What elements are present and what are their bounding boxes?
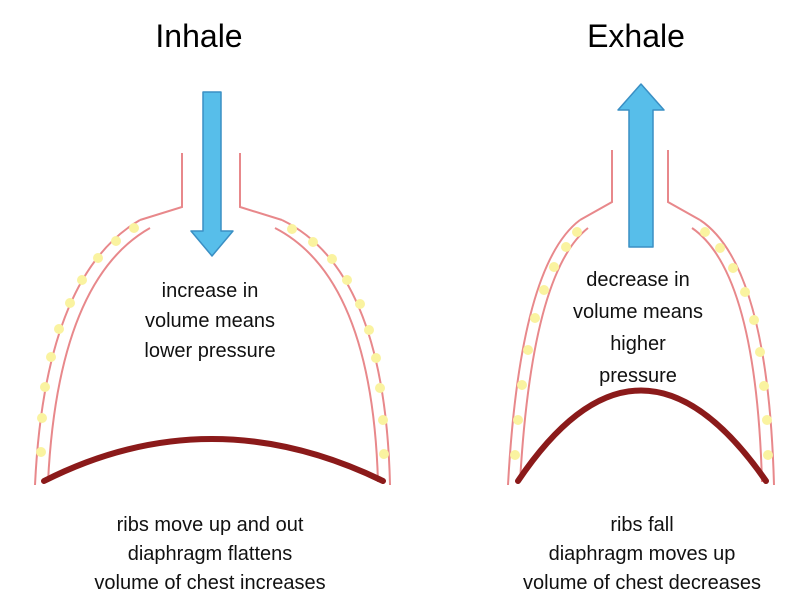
inhale-arrow-down-icon: [190, 91, 234, 257]
exhale-diaphragm: [515, 387, 769, 484]
text-line: lower pressure: [144, 340, 276, 362]
rib-dot: [379, 449, 389, 459]
rib-dot: [763, 450, 773, 460]
rib-dot: [523, 345, 533, 355]
inhale-chest: [34, 91, 391, 486]
rib-dot: [715, 243, 725, 253]
rib-dot: [378, 415, 388, 425]
exhale-caption: ribs fall diaphragm moves up volume of c…: [472, 511, 806, 598]
exhale-ribcage-left-inner: [519, 227, 589, 483]
rib-dot: [728, 263, 738, 273]
rib-dot: [539, 285, 549, 295]
rib-dot: [129, 223, 139, 233]
caption-line: ribs move up and out: [116, 514, 304, 536]
rib-dot: [572, 227, 582, 237]
exhale-trachea-left: [579, 150, 613, 221]
text-line: pressure: [599, 365, 677, 387]
rib-dot: [93, 253, 103, 263]
text-line: decrease in: [586, 269, 690, 291]
exhale-rib-dots: [510, 227, 773, 460]
rib-dot: [375, 383, 385, 393]
text-line: volume means: [572, 301, 704, 323]
inhale-caption: ribs move up and out diaphragm flattens …: [40, 511, 380, 598]
inhale-ribcage-left-inner: [47, 227, 151, 483]
inhale-rib-dots: [36, 223, 389, 459]
rib-dot: [40, 382, 50, 392]
rib-dot: [517, 380, 527, 390]
rib-dot: [46, 352, 56, 362]
rib-dot: [510, 450, 520, 460]
rib-dot: [54, 324, 64, 334]
rib-dot: [755, 347, 765, 357]
inhale-pressure-text: increase in volume means lower pressure: [90, 276, 330, 366]
caption-line: diaphragm moves up: [548, 543, 736, 565]
inhale-trachea-left: [139, 153, 183, 221]
rib-dot: [364, 325, 374, 335]
inhale-diaphragm: [41, 436, 386, 484]
text-line: volume means: [144, 310, 276, 332]
rib-dot: [287, 224, 297, 234]
rib-dot: [65, 298, 75, 308]
rib-dot: [762, 415, 772, 425]
exhale-title: Exhale: [587, 18, 685, 54]
caption-line: volume of chest increases: [94, 572, 326, 594]
rib-dot: [77, 275, 87, 285]
exhale-chest: [507, 83, 775, 486]
rib-dot: [749, 315, 759, 325]
exhale-arrow-up-icon: [617, 83, 665, 248]
exhale-ribcage-right-inner: [691, 227, 763, 483]
caption-line: diaphragm flattens: [127, 543, 293, 565]
caption-line: ribs fall: [610, 514, 674, 536]
exhale-pressure-text: decrease in volume means higher pressure: [518, 264, 758, 392]
rib-dot: [530, 313, 540, 323]
rib-dot: [561, 242, 571, 252]
inhale-ribcage-right-inner: [274, 227, 379, 483]
inhale-trachea-right: [239, 153, 283, 221]
rib-dot: [342, 275, 352, 285]
exhale-ribcage-right-outer: [699, 219, 775, 486]
rib-dot: [37, 413, 47, 423]
caption-line: volume of chest decreases: [523, 572, 761, 594]
inhale-title: Inhale: [155, 18, 243, 54]
exhale-trachea-right: [667, 150, 701, 221]
exhale-ribcage-left-outer: [507, 219, 581, 486]
rib-dot: [111, 236, 121, 246]
rib-dot: [700, 227, 710, 237]
rib-dot: [36, 447, 46, 457]
rib-dot: [308, 237, 318, 247]
rib-dot: [549, 262, 559, 272]
rib-dot: [371, 353, 381, 363]
rib-dot: [513, 415, 523, 425]
inhale-ribcage-right-outer: [281, 219, 391, 486]
rib-dot: [759, 381, 769, 391]
text-line: increase in: [161, 280, 259, 302]
rib-dot: [355, 299, 365, 309]
text-line: higher: [610, 333, 666, 355]
rib-dot: [740, 287, 750, 297]
rib-dot: [327, 254, 337, 264]
